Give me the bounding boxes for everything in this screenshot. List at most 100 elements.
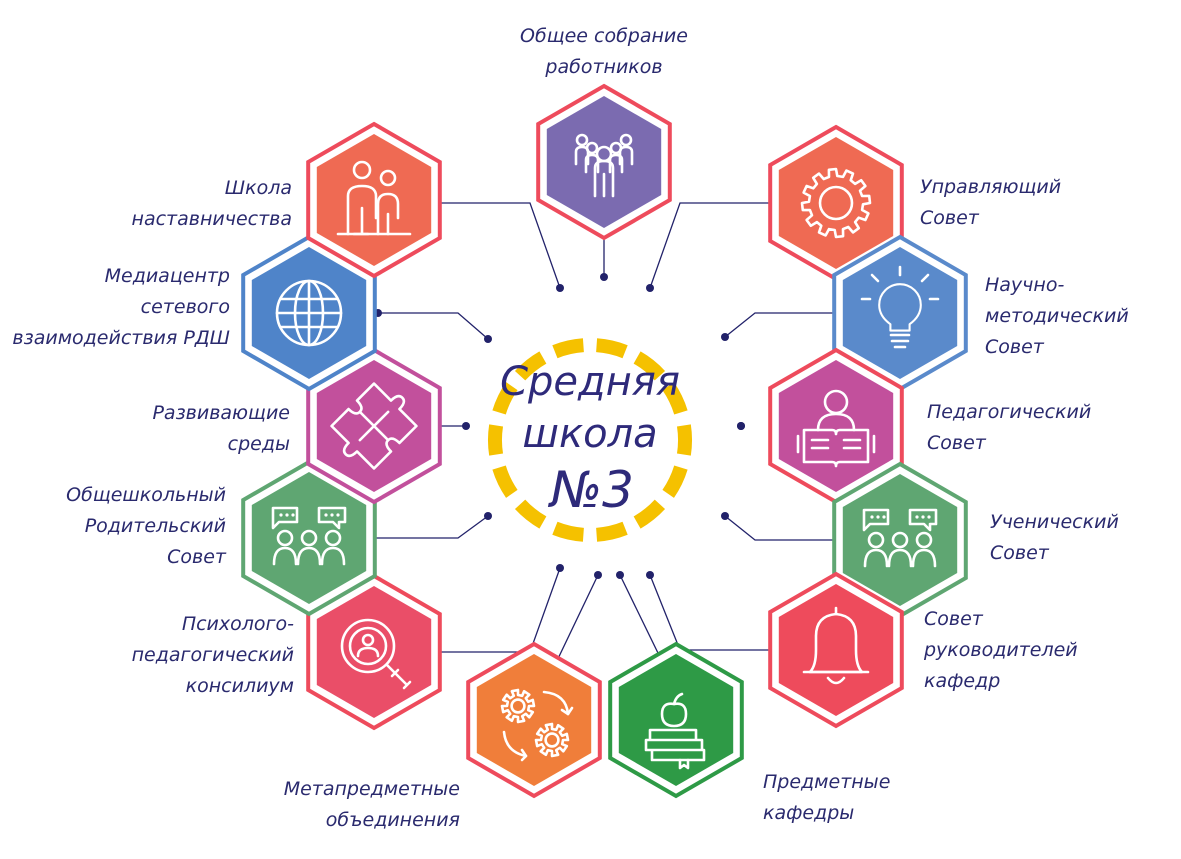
node-label-upravl: Совет — [920, 207, 980, 229]
connector-end-dot-metapred — [594, 571, 602, 579]
node-label-uchen: Ученический — [990, 511, 1119, 533]
connector-sovet-ruk — [649, 574, 780, 651]
node-label-psych: педагогический — [132, 644, 294, 666]
node-label-nauchno: методический — [985, 305, 1129, 327]
connector-end-dot-predmet — [616, 571, 624, 579]
node-label-shkola-nast: Школа — [225, 177, 292, 199]
ring-segment — [662, 382, 688, 415]
mentor-people-icon — [336, 160, 412, 236]
connector-shkola-nast — [428, 202, 561, 289]
node-label-razviv: Развивающие — [152, 402, 290, 424]
connector-end-dot-uchen — [721, 512, 729, 520]
connector-end-dot-upravl — [646, 284, 654, 292]
node-label-pedagog: Совет — [927, 432, 987, 454]
connector-roditel — [361, 515, 489, 539]
node-label-obshee: работников — [544, 56, 662, 78]
center-ring — [487, 338, 693, 542]
node-label-media: Медиацентр — [105, 265, 230, 287]
bell-icon — [802, 606, 870, 685]
gear-icon — [800, 167, 872, 239]
ring-segment — [633, 351, 666, 381]
node-label-predmet: кафедры — [763, 802, 854, 824]
chat-people-icon — [862, 508, 938, 568]
connector-end-dot-obshee — [600, 273, 608, 281]
ring-segment — [514, 351, 547, 381]
nodes: Общее собрание работниковУправляющийСовет… — [12, 25, 1128, 831]
connector-end-dot-sovet-ruk — [646, 571, 654, 579]
hex-fill-sovet-ruk — [778, 584, 894, 716]
chat-people-icon — [271, 506, 347, 566]
node-razviv: Развивающие среды — [152, 347, 442, 505]
node-label-psych: консилиум — [186, 675, 294, 697]
node-label-razviv: среды — [228, 433, 290, 455]
connector-end-dot-nauchno — [721, 333, 729, 341]
connector-end-dot-media — [484, 335, 492, 343]
connector-end-dot-psych — [556, 564, 564, 572]
node-label-sovet-ruk: Совет — [924, 608, 984, 630]
ring-segment — [676, 424, 693, 456]
magnifier-person-icon — [340, 618, 412, 690]
node-label-roditel: Общешкольный — [66, 484, 226, 506]
connector-media — [378, 312, 489, 340]
node-label-psych: Психолого- — [182, 613, 294, 635]
node-label-nauchno: Научно- — [985, 274, 1064, 296]
light-bulb-icon — [860, 265, 940, 349]
ring-segment — [595, 521, 628, 542]
node-label-uchen: Совет — [990, 542, 1050, 564]
node-label-upravl: Управляющий — [920, 176, 1061, 198]
center-title: Средняя школа №3 — [500, 359, 680, 519]
ring-segment — [552, 521, 585, 542]
ring-segment — [492, 465, 518, 498]
connector-end-dot-pedagog — [737, 422, 745, 430]
hex-fill-roditel — [251, 472, 367, 604]
group-people-icon — [574, 133, 634, 198]
center-title-line1: Средняя — [500, 359, 680, 405]
puzzle-icon — [330, 382, 418, 470]
node-label-sovet-ruk: руководителей — [923, 639, 1078, 661]
center-title-line3: №3 — [547, 461, 634, 519]
node-label-metapred: Метапредметные — [284, 778, 460, 800]
ring-segment — [633, 499, 666, 529]
ring-segment — [552, 338, 585, 359]
node-shkola-nast: Школа наставничества — [132, 121, 442, 279]
node-label-media: взаимодействия РДШ — [12, 327, 230, 349]
node-media: Медиацентр сетевого взаимодействия РДШ — [12, 234, 377, 392]
node-sovet-ruk: Совет руководителей кафедр — [768, 571, 1078, 729]
hex-fill-uchen — [842, 474, 958, 606]
connector-psych — [428, 567, 561, 653]
hex-fill-metapred — [476, 654, 592, 786]
globe-icon — [275, 279, 343, 347]
hex-fill-upravl — [778, 137, 894, 269]
node-label-predmet: Предметные — [763, 771, 890, 793]
node-label-media: сетевого — [141, 296, 230, 318]
gears-cycle-icon — [500, 688, 574, 762]
node-label-nauchno: Совет — [985, 336, 1045, 358]
hex-fill-pedagog — [778, 360, 894, 492]
ring-segment — [492, 382, 518, 415]
ring-segment — [514, 499, 547, 529]
ring-segment — [662, 465, 688, 498]
center-title-line2: школа — [522, 411, 657, 457]
reading-person-icon — [796, 389, 876, 468]
node-label-pedagog: Педагогический — [927, 401, 1091, 423]
connector-nauchno — [724, 312, 848, 338]
node-label-sovet-ruk: кафедр — [924, 670, 1000, 692]
ring-segment — [487, 424, 504, 456]
connector-upravl — [649, 202, 780, 289]
hex-fill-nauchno — [842, 247, 958, 379]
node-predmet: Предметные кафедры — [608, 641, 890, 824]
node-label-roditel: Совет — [167, 546, 227, 568]
connector-end-dot-roditel — [484, 512, 492, 520]
connector-uchen — [724, 515, 848, 541]
node-label-obshee: Общее собрание — [520, 25, 688, 47]
connector-end-dot-razviv — [462, 422, 470, 430]
node-label-shkola-nast: наставничества — [132, 208, 292, 230]
node-label-roditel: Родительский — [85, 515, 226, 537]
node-obshee: Общее собрание работников — [520, 25, 688, 241]
connector-end-dot-shkola-nast — [556, 284, 564, 292]
